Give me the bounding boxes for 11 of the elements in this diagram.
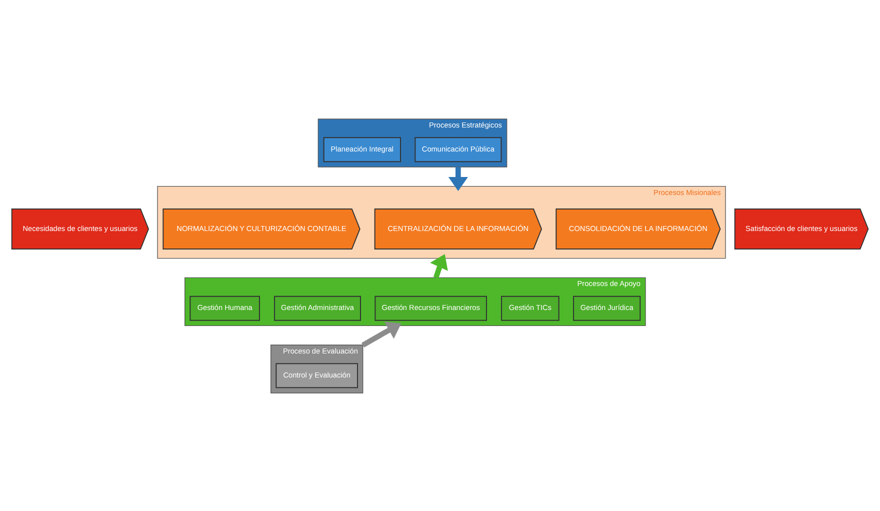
arrow — [362, 321, 402, 347]
arrow — [430, 254, 448, 278]
node-box: Comunicación Pública — [414, 136, 502, 162]
node-box: Gestión Recursos Financieros — [374, 295, 487, 320]
node-box: Planeación Integral — [323, 136, 401, 162]
arrow — [448, 166, 468, 190]
node-box: Gestión TICs — [501, 295, 560, 320]
node-box: Gestión Administrativa — [274, 295, 361, 320]
node-box: Gestión Humana — [190, 295, 260, 320]
node-box: Control y Evaluación — [276, 362, 358, 388]
node-box: Gestión Jurídica — [573, 295, 641, 320]
